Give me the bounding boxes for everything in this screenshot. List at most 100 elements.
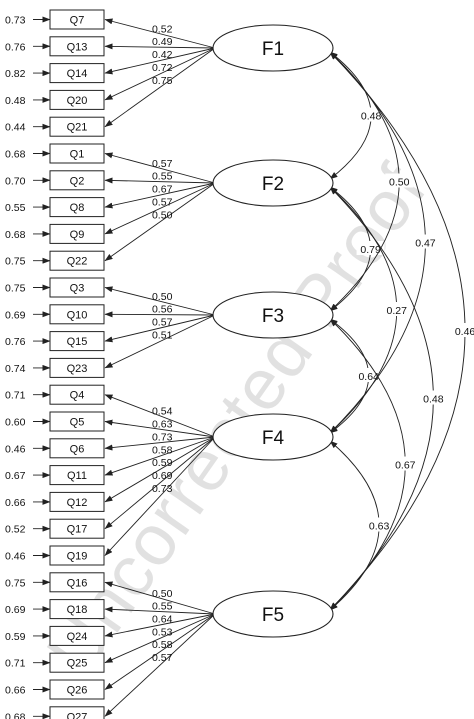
loading-path xyxy=(104,311,216,318)
error-variance-label: 0.52 xyxy=(5,524,26,536)
item-label: Q26 xyxy=(67,685,88,697)
factor-label: F5 xyxy=(262,605,284,626)
factor-loading-label: 0.63 xyxy=(152,419,173,431)
error-variance-label: 0.70 xyxy=(5,175,26,187)
correlation-label: 0.64 xyxy=(358,371,379,383)
correlation-label: 0.48 xyxy=(423,394,444,406)
factor-loading-label: 0.57 xyxy=(152,158,173,170)
item-box xyxy=(49,572,105,593)
factor-loading-label: 0.64 xyxy=(152,614,173,626)
correlation-label-bg xyxy=(451,323,474,337)
loading-path xyxy=(104,152,216,184)
item-label: Q23 xyxy=(67,363,88,375)
loading-path xyxy=(104,436,216,556)
item-label: Q22 xyxy=(67,256,88,268)
factor-loading-label: 0.55 xyxy=(152,601,173,613)
loading-path xyxy=(104,613,216,664)
factor-loading-label: 0.58 xyxy=(152,639,173,651)
error-variance-label: 0.71 xyxy=(5,658,26,670)
item-box xyxy=(49,331,105,352)
item-label: Q24 xyxy=(67,631,88,643)
item-box xyxy=(49,545,105,566)
item-label: Q19 xyxy=(67,551,88,563)
error-variance-label: 0.44 xyxy=(5,122,26,134)
item-label: Q18 xyxy=(67,604,88,616)
loading-path xyxy=(104,613,216,638)
factor-loading-label: 0.57 xyxy=(152,652,173,664)
correlation-label-bg xyxy=(419,390,448,405)
error-variance-label: 0.68 xyxy=(5,149,26,161)
loading-path xyxy=(104,182,216,235)
correlation-label-bg xyxy=(382,302,411,316)
item-box xyxy=(49,170,105,191)
item-label: Q6 xyxy=(70,443,85,455)
item-label: Q11 xyxy=(67,470,87,482)
error-variance-label: 0.55 xyxy=(5,202,26,214)
item-box xyxy=(49,599,105,620)
factor-loading-label: 0.56 xyxy=(152,304,173,316)
factor-loading-label: 0.51 xyxy=(152,329,173,341)
correlation-label-bg xyxy=(391,456,420,471)
correlation-label: 0.27 xyxy=(387,305,408,317)
factor-loading-label: 0.67 xyxy=(152,184,173,196)
factor-ellipse xyxy=(212,590,334,638)
factor-ellipse xyxy=(212,291,334,339)
factor-label: F3 xyxy=(262,306,284,327)
error-variance-label: 0.46 xyxy=(5,443,26,455)
item-box xyxy=(49,518,105,539)
item-label: Q25 xyxy=(67,658,88,670)
correlation-layer: 0.480.790.640.630.500.270.670.470.480.46 xyxy=(329,51,474,611)
loading-path xyxy=(104,419,216,438)
factor-loading-label: 0.55 xyxy=(152,171,173,183)
factor-loading-label: 0.54 xyxy=(152,406,173,418)
factor-loading-label: 0.58 xyxy=(152,444,173,456)
factor-loading-label: 0.50 xyxy=(152,588,173,600)
factor-loading-label: 0.52 xyxy=(152,23,173,35)
item-box xyxy=(49,465,105,486)
correlation-label: 0.63 xyxy=(369,521,390,533)
loading-path xyxy=(104,613,216,717)
factor-loading-label: 0.73 xyxy=(152,431,173,443)
factor-loading-label: 0.49 xyxy=(152,36,173,48)
loading-path xyxy=(104,182,216,262)
error-variance-label: 0.74 xyxy=(5,363,26,375)
error-variance-label: 0.76 xyxy=(5,41,26,53)
factor-loading-label: 0.73 xyxy=(152,483,173,495)
item-box xyxy=(49,625,105,646)
correlation-label: 0.47 xyxy=(415,238,436,250)
item-box xyxy=(49,384,105,405)
loading-path xyxy=(104,436,216,530)
item-label: Q7 xyxy=(70,15,85,27)
loading-path xyxy=(104,182,216,209)
factor-loading-label: 0.75 xyxy=(152,75,173,87)
item-box xyxy=(49,223,105,244)
correlation-label: 0.46 xyxy=(455,326,474,338)
item-box xyxy=(49,438,105,459)
correlation-label: 0.50 xyxy=(389,177,410,189)
item-label: Q12 xyxy=(67,497,88,509)
item-label: Q14 xyxy=(67,68,88,80)
factor-loading-label: 0.50 xyxy=(152,291,173,303)
item-box xyxy=(49,197,105,218)
factor-loading-label: 0.57 xyxy=(152,196,173,208)
item-box xyxy=(49,304,105,325)
error-variance-label: 0.68 xyxy=(5,229,26,241)
correlation-label-bg xyxy=(365,517,394,532)
error-variance-label: 0.66 xyxy=(5,497,26,509)
factor-label: F1 xyxy=(262,39,284,60)
item-box xyxy=(49,143,105,164)
item-label: Q2 xyxy=(70,175,85,187)
item-box xyxy=(49,277,105,298)
error-variance-label: 0.82 xyxy=(5,68,26,80)
error-variance-label: 0.46 xyxy=(5,551,26,563)
loading-path xyxy=(104,47,216,101)
error-variance-label: 0.68 xyxy=(5,711,26,719)
loading-path xyxy=(104,177,216,184)
correlation-label-bg xyxy=(385,173,414,188)
factor-ellipse xyxy=(212,413,334,461)
correlation-label-bg xyxy=(411,234,440,249)
item-box xyxy=(49,9,105,30)
correlation-arc xyxy=(329,51,466,611)
error-variance-label: 0.69 xyxy=(5,309,26,321)
